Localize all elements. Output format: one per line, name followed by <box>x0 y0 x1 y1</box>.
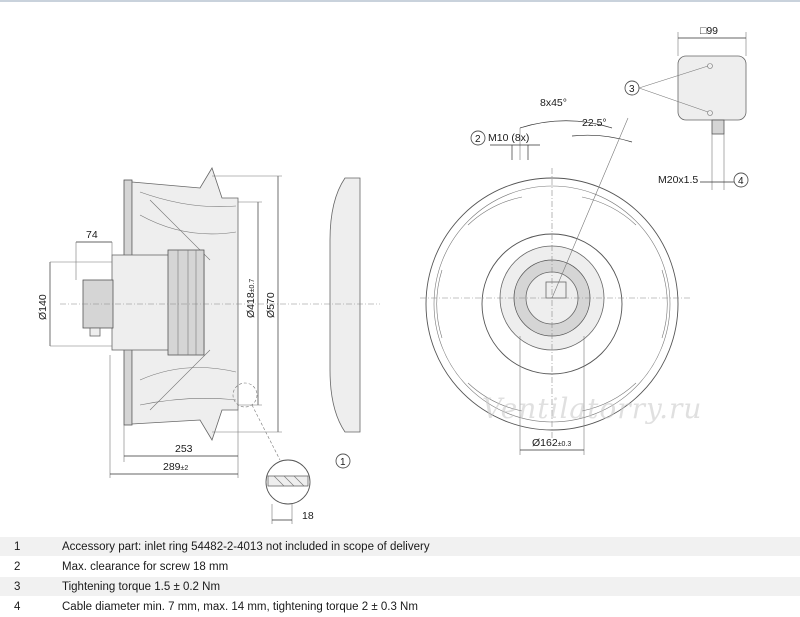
dim-m10: M10 (8x) <box>488 132 529 144</box>
note-text: Max. clearance for screw 18 mm <box>52 556 800 577</box>
note-number: 4 <box>0 596 52 617</box>
note-row: 4 Cable diameter min. 7 mm, max. 14 mm, … <box>0 596 800 617</box>
dim-dia-418-value: Ø418 <box>245 292 257 318</box>
blade-line <box>139 367 237 381</box>
note-text: Cable diameter min. 7 mm, max. 14 mm, ti… <box>52 596 800 617</box>
note-text: Accessory part: inlet ring 54482-2-4013 … <box>52 537 800 557</box>
dim-dia-162-tol: ±0.3 <box>558 441 572 448</box>
ring-slot <box>467 382 523 412</box>
callout-3-leader <box>638 87 709 113</box>
angle-ray <box>551 117 629 299</box>
blade-line <box>139 398 237 406</box>
note-number: 3 <box>0 576 52 597</box>
note-number: 1 <box>0 537 52 557</box>
callout-3-leader <box>638 65 709 89</box>
note-text: Tightening torque 1.5 ± 0.2 Nm <box>52 576 800 597</box>
ring-slot <box>436 269 443 339</box>
blade-line <box>139 191 237 208</box>
fan-front-view: 8x45° 22.5° M10 (8x) 2 Ø162±0.3 <box>420 97 690 455</box>
motor-rotor <box>167 249 205 356</box>
detail-section <box>267 475 309 487</box>
terminal-box-view: □99 3 M20x1.5 4 <box>624 25 749 190</box>
angle-arc-22 <box>571 134 633 143</box>
callout-2: 2 <box>475 134 481 145</box>
blade-line <box>139 214 237 235</box>
dim-dia-570: Ø570 <box>265 292 277 318</box>
notes-table: 1 Accessory part: inlet ring 54482-2-401… <box>0 537 800 617</box>
hatch <box>273 475 285 487</box>
callout-3: 3 <box>629 84 635 95</box>
callout-4-circle <box>733 172 749 188</box>
dim-dia-418-tol: ±0.7 <box>249 279 256 293</box>
ring-slot <box>661 269 668 339</box>
note-row: 3 Tightening torque 1.5 ± 0.2 Nm <box>0 576 800 597</box>
fan-side-view: 74 Ø140 Ø418±0.7 Ø570 253 289±2 <box>37 167 380 524</box>
terminal-box-top <box>677 55 747 121</box>
note-number: 2 <box>0 556 52 577</box>
detail-leader <box>251 404 281 461</box>
hatch <box>293 475 305 487</box>
dim-289-value: 289 <box>163 461 181 473</box>
technical-drawing: 74 Ø140 Ø418±0.7 Ø570 253 289±2 <box>37 25 749 524</box>
dim-dia-162-value: Ø162 <box>532 437 558 449</box>
dim-dia-162: Ø162±0.3 <box>532 437 571 449</box>
terminal-plate <box>545 281 567 299</box>
cable-gland <box>89 327 101 337</box>
dim-dia-418: Ø418±0.7 <box>245 279 257 318</box>
dim-18: 18 <box>302 510 314 522</box>
dim-dia-140: Ø140 <box>37 294 49 320</box>
callout-1: 1 <box>340 457 346 468</box>
dim-289: 289±2 <box>163 461 188 473</box>
watermark: Ventilatorry.ru <box>482 392 702 425</box>
dim-box-99: □99 <box>700 25 718 37</box>
dim-8x45: 8x45° <box>540 97 567 109</box>
angle-arc-45 <box>519 120 613 129</box>
screw-bottom <box>707 110 713 116</box>
hatch <box>283 475 295 487</box>
detail-marker <box>232 382 258 408</box>
detail-view-circle <box>265 459 311 505</box>
callout-1-circle <box>335 453 351 469</box>
inlet-ring <box>329 177 361 433</box>
ring-slot <box>467 196 523 226</box>
note-row: 2 Max. clearance for screw 18 mm <box>0 556 800 577</box>
ring-slot <box>581 382 637 412</box>
callout-2-circle <box>470 130 486 146</box>
callout-4: 4 <box>738 176 744 187</box>
dim-m20: M20x1.5 <box>658 174 698 186</box>
top-divider <box>0 0 800 2</box>
ring-slot <box>581 196 637 226</box>
note-row: 1 Accessory part: inlet ring 54482-2-401… <box>0 537 800 557</box>
dim-22-5: 22.5° <box>582 117 607 129</box>
cable-gland-m20 <box>711 119 725 135</box>
blade-line <box>149 349 211 411</box>
dim-253: 253 <box>175 443 193 455</box>
dim-289-tol: ±2 <box>181 465 189 472</box>
dim-74: 74 <box>86 229 98 241</box>
